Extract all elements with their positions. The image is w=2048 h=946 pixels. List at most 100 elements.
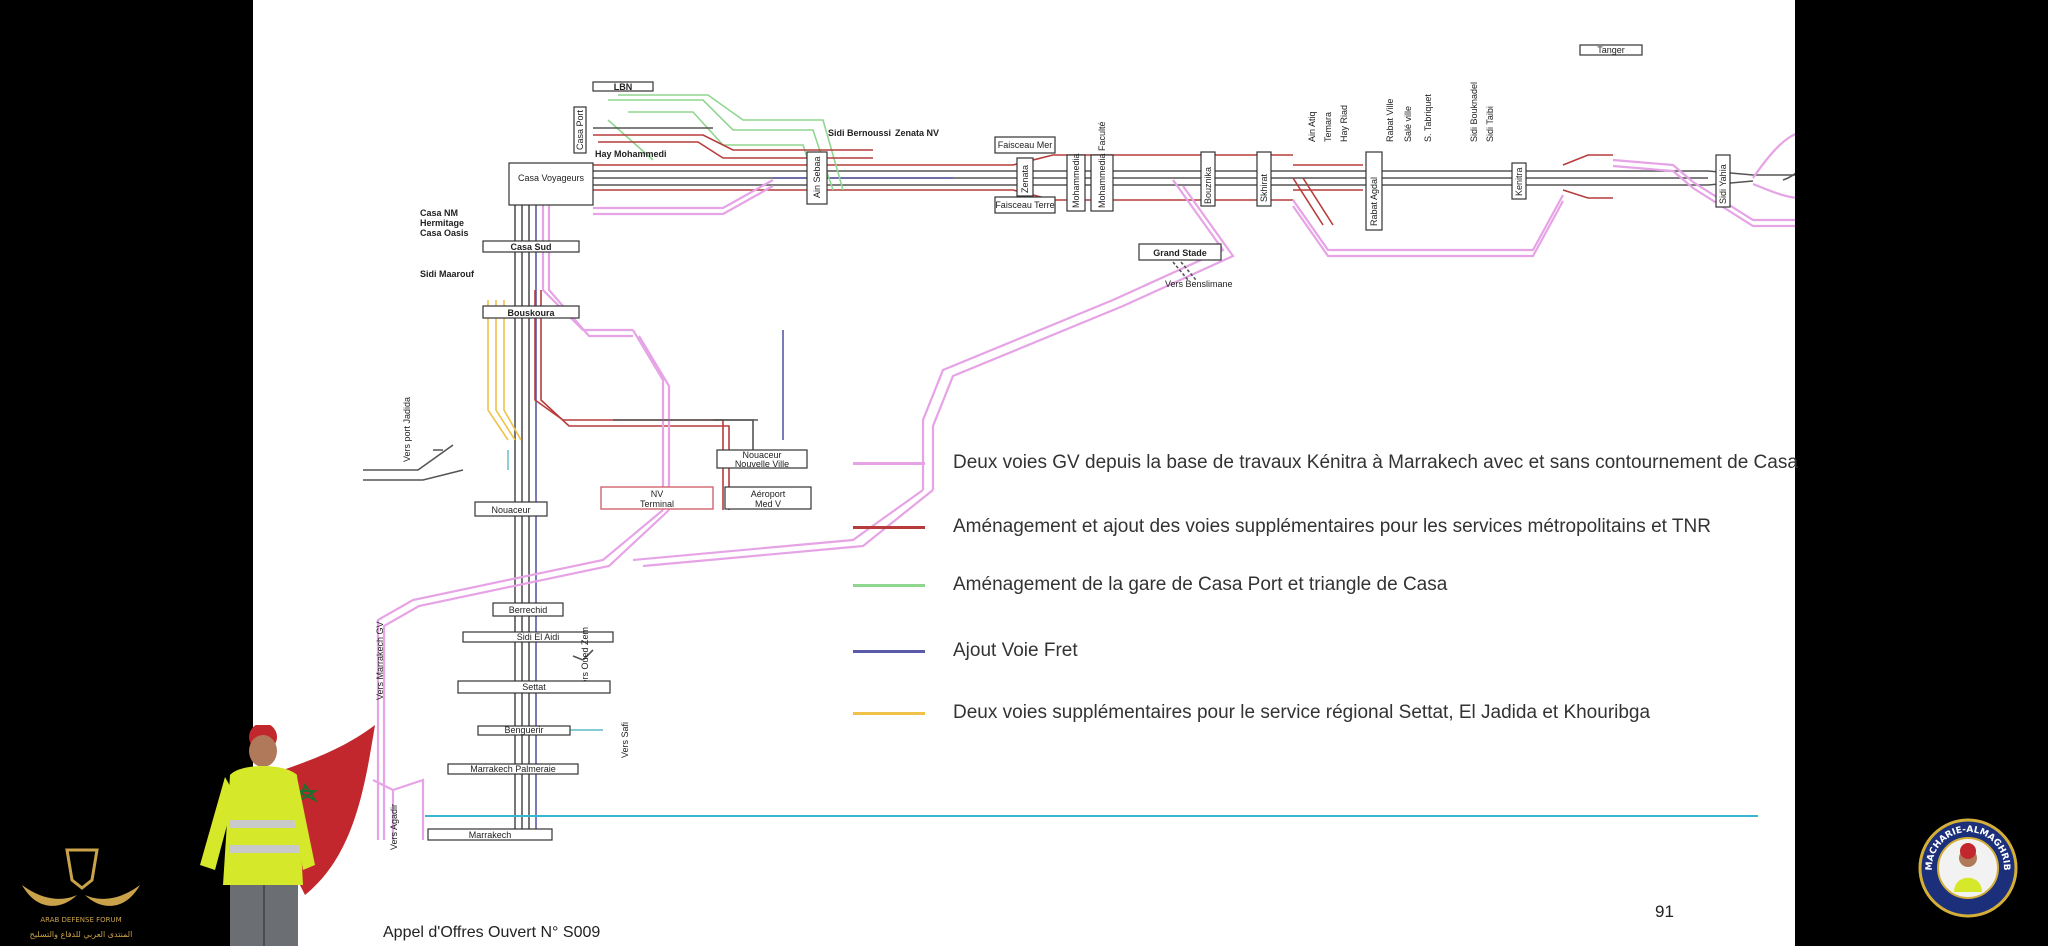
legend-label-fret: Ajout Voie Fret — [953, 640, 1078, 661]
station-rabat-ville: Rabat Ville — [1385, 99, 1395, 142]
station-nv-terminal-box — [600, 486, 714, 510]
station-sidi-el-aidi: Sidi El Aidi — [517, 632, 560, 642]
station-marrakech-box — [427, 828, 553, 841]
station-ain-sebaa-box — [806, 151, 828, 205]
station-sidi-yahya: Sidi Yahia — [1718, 164, 1728, 204]
station-nouaceur: Nouaceur — [491, 505, 530, 515]
station-casa-voyageurs-box — [508, 162, 594, 206]
station-aeroport-line1: Aéroport — [751, 489, 786, 499]
station-grand-stade: Grand Stade — [1153, 248, 1207, 258]
station-marrakech: Marrakech — [469, 830, 512, 840]
legend-item-regional: Deux voies supplémentaires pour le servi… — [853, 698, 1650, 728]
station-nv-terminal-line2: Terminal — [640, 499, 674, 509]
rail-network-diagram: .stn { font-family:"Liberation Sans", sa… — [363, 44, 1795, 850]
arab-defense-forum-logo: ARAB DEFENSE FORUM المنتدى العربي للدفاع… — [22, 848, 140, 939]
legend-item-gv: Deux voies GV depuis la base de travaux … — [853, 448, 1798, 478]
station-lbn: LBN — [614, 82, 633, 92]
station-berrechid-box — [492, 602, 564, 617]
slide: .stn { font-family:"Liberation Sans", sa… — [253, 0, 1798, 946]
station-berrechid: Berrechid — [509, 605, 548, 615]
station-marrakech-palmeraie-box — [447, 763, 579, 775]
station-nouaceur-nv-line1: Nouaceur — [742, 450, 781, 460]
legend-swatch-metro — [853, 525, 925, 529]
legend-label-gv: Deux voies GV depuis la base de travaux … — [953, 452, 1798, 473]
station-vers-safi: Vers Safi — [620, 722, 630, 758]
station-nouaceur-nv-box — [716, 449, 808, 469]
legend-label-regional: Deux voies supplémentaires pour le servi… — [953, 702, 1651, 723]
station-sidi-maarouf: Sidi Maarouf — [420, 269, 475, 279]
person-with-flag-image — [200, 725, 375, 946]
legend-label-casa-port: Aménagement de la gare de Casa Port et t… — [953, 574, 1448, 595]
station-sale-ville: Salé ville — [1403, 106, 1413, 142]
legend-item-fret: Ajout Voie Fret — [853, 636, 1078, 666]
station-vers-port-jadida: Vers port Jadida — [402, 397, 412, 462]
station-bouskoura-box — [482, 305, 580, 319]
station-bouznika: Bouznika — [1203, 167, 1213, 204]
footer-title: Appel d'Offres Ouvert N° S009 — [383, 924, 601, 941]
station-mohammedia-faculte: Mohammedia Faculté — [1097, 121, 1107, 208]
station-casa-port-box — [573, 106, 587, 154]
station-zenata-nv: Zenata NV — [895, 128, 939, 138]
station-casa-sud-box — [482, 240, 580, 253]
station-vers-marrakech-gv: Vers Marrakech GV — [375, 621, 385, 700]
station-lbn-box — [592, 81, 654, 92]
station-vers-agadir: Vers Agadir — [389, 804, 399, 850]
station-aeroport-box — [724, 486, 812, 510]
casa-port-triangle — [593, 94, 873, 191]
station-bouskoura: Bouskoura — [507, 308, 555, 318]
forum-name: ARAB DEFENSE FORUM — [40, 916, 121, 924]
station-settat: Settat — [522, 682, 546, 692]
station-sidi-el-aidi-box — [462, 631, 614, 643]
station-nouaceur-nv-line2: Nouvelle Ville — [735, 459, 789, 469]
station-vers-oued-zem: Vers Oued Zem — [580, 627, 590, 690]
station-casa-oasis: Casa Oasis — [420, 228, 469, 238]
station-grand-stade-box — [1138, 243, 1222, 261]
station-sidi-bouknadel: Sidi Bouknadel — [1469, 82, 1479, 142]
station-casa-nm: Casa NM — [420, 208, 458, 218]
station-mohammedia-box — [1066, 154, 1086, 212]
station-zenata: Zenata — [1020, 165, 1030, 193]
station-benguerir-box — [477, 725, 571, 736]
station-aeroport-line2: Med V — [755, 499, 781, 509]
legend-item-metro: Aménagement et ajout des voies supplémen… — [853, 512, 1711, 542]
corridor-casa-kenitra — [593, 133, 1795, 490]
station-hermitage: Hermitage — [420, 218, 464, 228]
station-hay-riad: Hay Riad — [1339, 105, 1349, 142]
station-casa-voyageurs: Casa Voyageurs — [518, 173, 585, 183]
legend-swatch-gv — [853, 461, 925, 465]
station-tanger-box — [1579, 44, 1643, 56]
page-number: 91 — [1655, 902, 1674, 921]
station-marrakech-palmeraie: Marrakech Palmeraie — [470, 764, 556, 774]
station-zenata-box — [1016, 157, 1034, 197]
station-benguerir: Benguerir — [504, 725, 543, 735]
station-faisceau-terre: Faisceau Terre — [995, 200, 1054, 210]
station-mohammedia-faculte-box — [1090, 154, 1114, 212]
forum-name-ar: المنتدى العربي للدفاع والتسليح — [30, 930, 133, 939]
station-casa-port: Casa Port — [575, 109, 585, 150]
station-tanger: Tanger — [1597, 45, 1625, 55]
station-sidi-taibi: Sidi Taibi — [1485, 106, 1495, 142]
legend-swatch-casa-port — [853, 583, 925, 587]
macharie-almaghrib-seal: MACHARIE-ALMAGHRIB — [1918, 818, 2018, 918]
station-ain-atiq: Ain Atiq — [1307, 111, 1317, 142]
station-faisceau-mer-box — [994, 136, 1056, 154]
station-sidi-yahya-box — [1715, 154, 1731, 208]
station-skhirat: Skhirat — [1259, 173, 1269, 202]
station-temara: Temara — [1323, 112, 1333, 142]
station-nv-terminal-line1: NV — [651, 489, 664, 499]
station-s-tabriquet: S. Tabriquet — [1423, 94, 1433, 142]
station-casa-sud: Casa Sud — [510, 242, 551, 252]
station-ain-sebaa: Ain Sebaa — [812, 156, 822, 198]
station-vers-benslimane: Vers Benslimane — [1165, 279, 1233, 289]
legend-label-metro: Aménagement et ajout des voies supplémen… — [953, 516, 1711, 537]
station-kenitra-box — [1511, 162, 1527, 200]
legend-swatch-regional — [853, 711, 925, 715]
station-rabat-agdal-box — [1365, 151, 1383, 231]
station-skhirat-box — [1256, 151, 1272, 207]
station-hay-mohammadi: Hay Mohammedi — [595, 149, 667, 159]
station-nouaceur-box — [474, 501, 548, 517]
station-faisceau-terre-box — [994, 196, 1056, 214]
legend-item-casa-port: Aménagement de la gare de Casa Port et t… — [853, 570, 1447, 600]
station-settat-box — [457, 680, 611, 694]
southern-trunk — [363, 190, 934, 840]
